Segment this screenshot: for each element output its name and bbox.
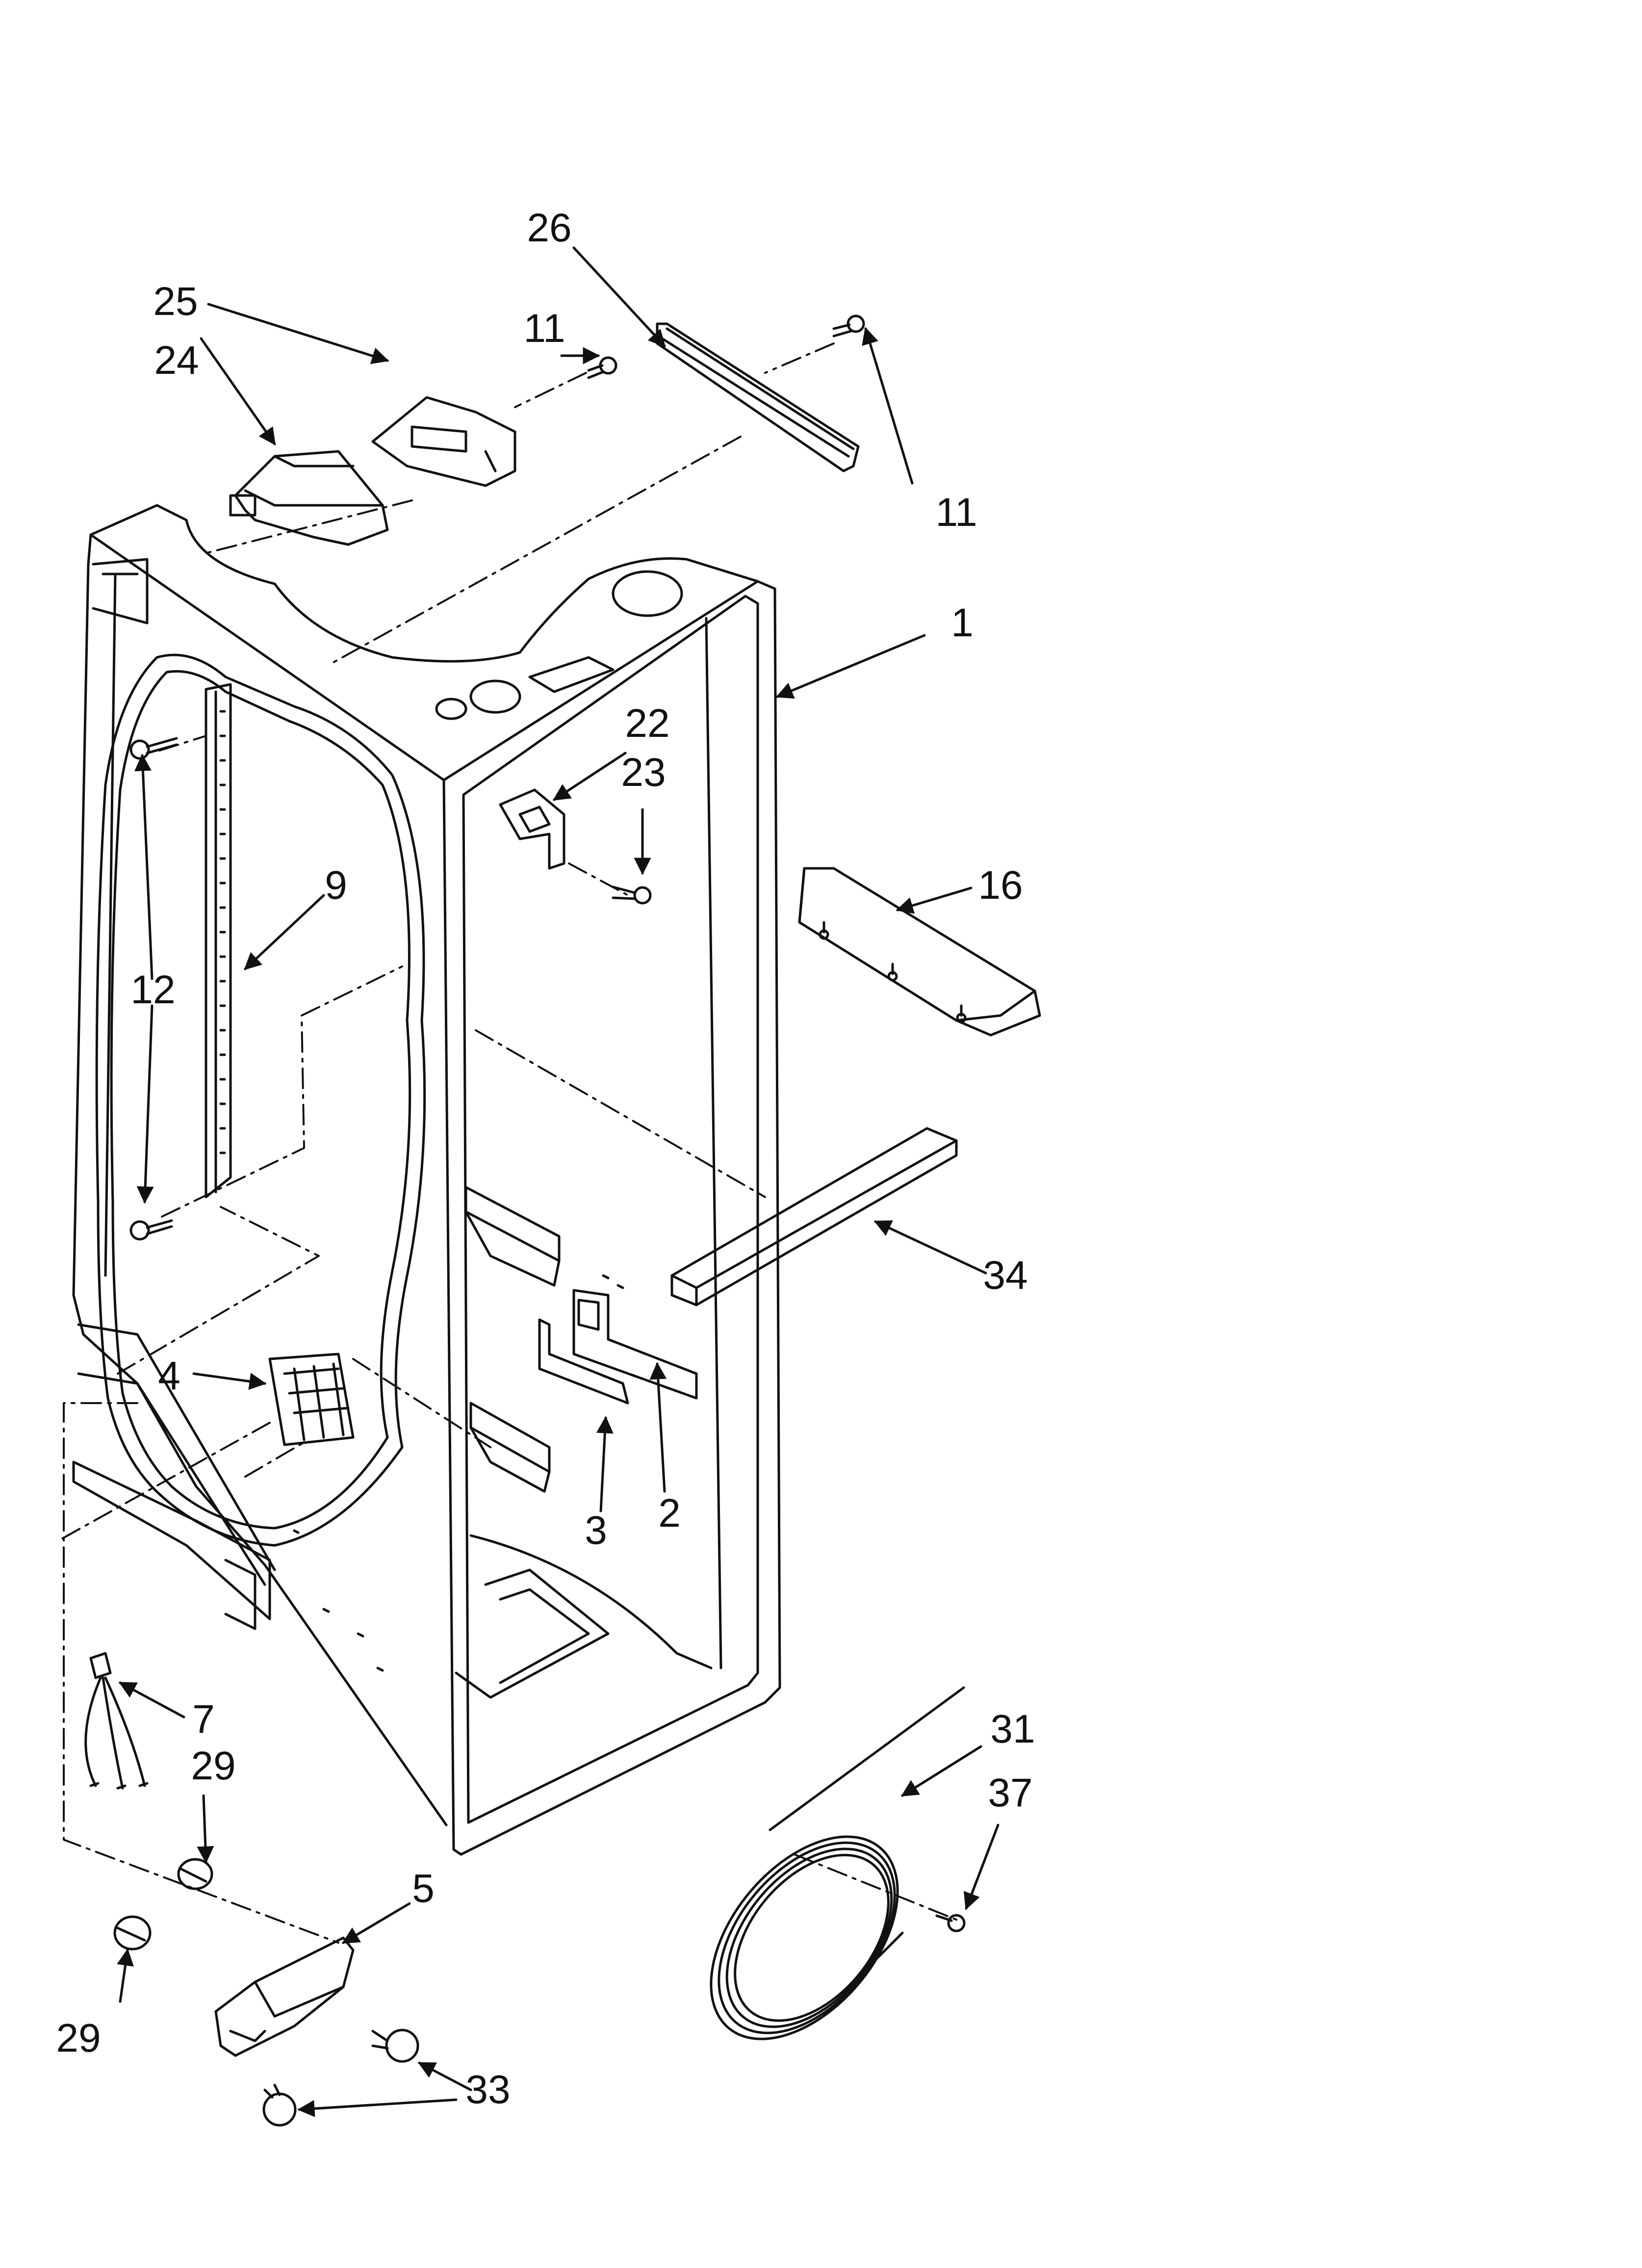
callout-24: 24	[154, 338, 199, 383]
callout-11-right: 11	[935, 490, 977, 535]
part-33-screws	[262, 2029, 419, 2127]
part-24-housing	[229, 450, 389, 546]
callout-2: 2	[658, 1491, 681, 1536]
part-4-vent	[268, 1353, 355, 1446]
assembly-lines	[58, 342, 960, 1944]
callout-31: 31	[990, 1707, 1035, 1751]
callout-9: 9	[325, 863, 347, 908]
callout-29-lower: 29	[56, 2016, 101, 2060]
callout-33: 33	[465, 2067, 511, 2112]
callout-26-upper: 26	[527, 206, 572, 250]
part-5-housing	[214, 1936, 355, 2057]
part-22-bracket	[499, 788, 652, 905]
callout-29-upper: 29	[191, 1744, 236, 1788]
callout-12: 12	[130, 967, 176, 1012]
callout-11-upper: 11	[523, 306, 565, 351]
callout-3: 3	[585, 1508, 607, 1553]
part-16-trough	[798, 867, 1041, 1037]
callout-4: 4	[158, 1354, 180, 1398]
callout-1: 1	[951, 600, 974, 645]
callout-34: 34	[983, 1253, 1028, 1298]
callout-25: 25	[153, 279, 198, 324]
callout-16: 16	[978, 863, 1023, 908]
shelf-ladder-rail	[205, 683, 232, 1199]
callout-22: 22	[625, 701, 670, 746]
part-7-wire-harness	[84, 1652, 149, 1790]
parts-2-3-brackets	[538, 1289, 698, 1405]
screw-11	[587, 314, 865, 379]
part-29-caps	[113, 1858, 213, 1951]
part-34-bar	[670, 1127, 958, 1306]
part-31-tubing-coil	[710, 1686, 966, 2040]
callout-5: 5	[412, 1866, 435, 1911]
callout-7: 7	[192, 1697, 215, 1742]
cabinet-liner	[72, 504, 781, 1856]
part-25-cover	[371, 396, 516, 487]
leader-arrows	[117, 246, 1000, 2117]
callout-37: 37	[988, 1771, 1033, 1815]
callout-23: 23	[621, 750, 666, 795]
